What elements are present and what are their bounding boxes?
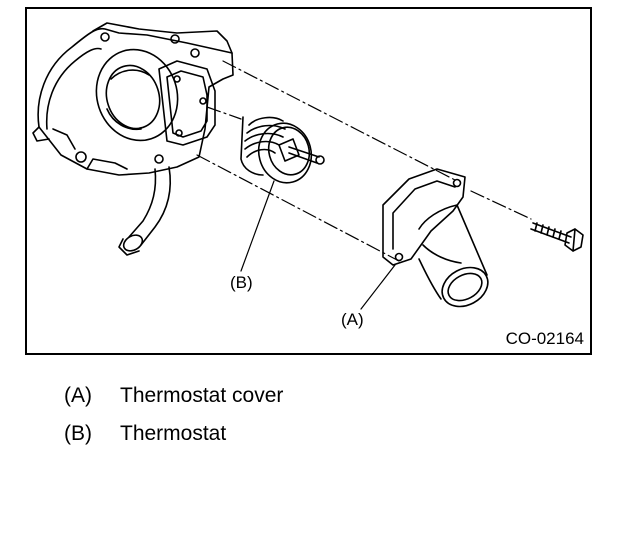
legend-text: Thermostat [120,422,227,445]
leader-lines [240,180,396,310]
legend-item: (B) Thermostat [64,423,283,461]
bolt-part [530,222,584,252]
callout-label-b: (B) [230,273,253,292]
legend-key: (A) [64,384,92,407]
callout-label-a: (A) [341,310,364,329]
thermostat-cover-part [382,168,489,308]
engine-housing-part [32,22,234,256]
thermostat-part [240,116,325,184]
figure-code: CO-02164 [505,329,584,348]
alignment-lines [196,60,532,262]
legend-text: Thermostat cover [120,384,284,407]
legend-key: (B) [64,422,92,445]
figure-frame: (B) (A) CO-02164 [25,7,592,355]
legend: (A) Thermostat cover (B) Thermostat [64,385,283,461]
exploded-view-drawing [32,22,584,310]
legend-item: (A) Thermostat cover [64,385,283,423]
